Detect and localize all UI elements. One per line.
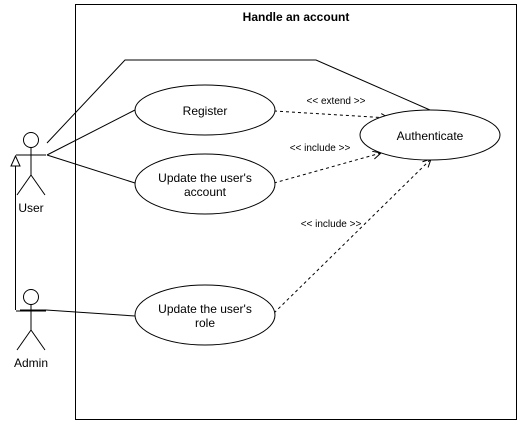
association-user-update-account [46, 154, 136, 184]
actor-user-right-leg [30, 174, 46, 196]
actor-admin-right-leg [30, 329, 46, 351]
extend-dependency [273, 110, 389, 118]
use-case-update-role-label-line1: Update the user's [158, 302, 252, 316]
use-case-authenticate[interactable] [359, 109, 501, 161]
use-case-update-role[interactable] [134, 284, 276, 346]
actor-admin-label: Admin [14, 356, 48, 370]
extend-label: << extend >> [307, 96, 366, 107]
association-admin-update-role [20, 309, 136, 317]
actor-user-head [23, 132, 39, 148]
include-dependency-role [273, 159, 431, 314]
association-user-authenticate [46, 59, 431, 144]
system-boundary [75, 4, 517, 420]
system-title: Handle an account [243, 10, 350, 24]
include-label-role: << include >> [301, 219, 362, 230]
use-case-update-role-label-line2: role [195, 316, 215, 330]
include-label-account: << include >> [290, 143, 351, 154]
actor-user-label: User [18, 201, 43, 215]
use-case-update-account-label-line2: account [184, 185, 227, 199]
use-case-register-label: Register [183, 104, 228, 118]
actor-admin-left-leg [16, 329, 32, 351]
use-case-update-account[interactable] [134, 153, 276, 215]
actor-user-left-leg [16, 174, 32, 196]
use-case-update-account-label-line1: Update the user's [158, 171, 252, 185]
generalization-arrowhead [10, 154, 21, 167]
actor-admin-head [23, 289, 39, 305]
actor-user[interactable] [16, 132, 46, 196]
association-user-register [46, 109, 136, 156]
include-dependency-account [273, 153, 381, 184]
use-case-authenticate-label: Authenticate [397, 129, 464, 143]
actor-admin[interactable] [16, 289, 46, 351]
use-case-register[interactable] [134, 84, 276, 136]
